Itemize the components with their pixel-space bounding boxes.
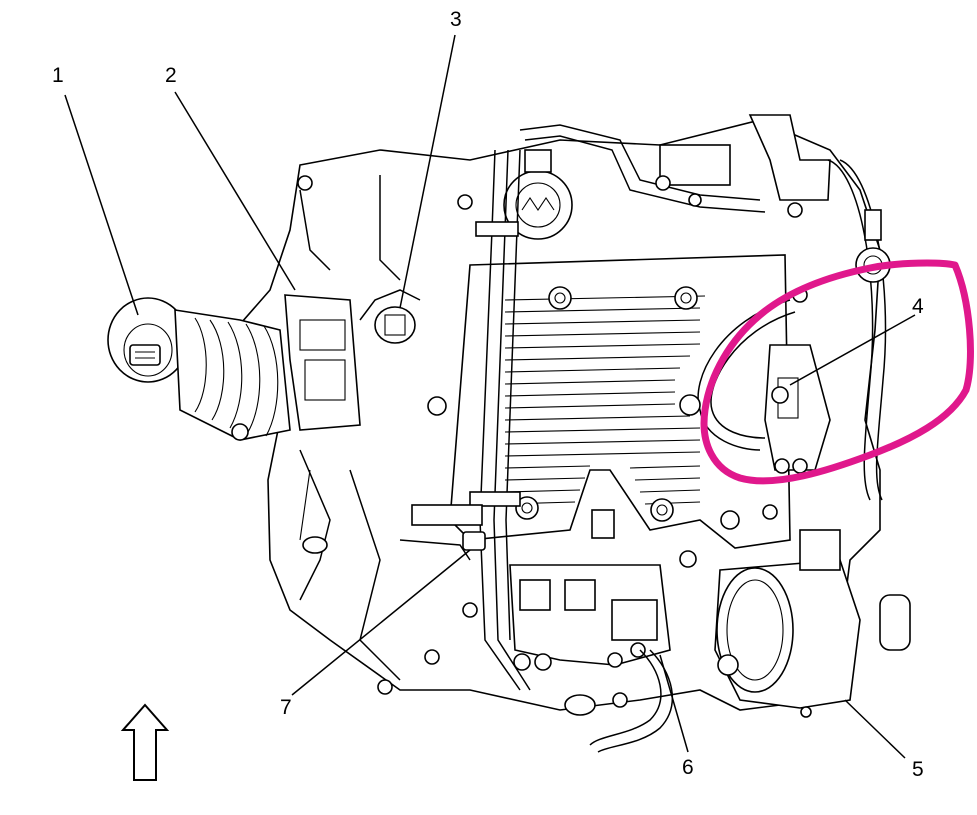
- leader-line-4: [789, 314, 916, 386]
- leader-line-1: [64, 94, 139, 316]
- callout-3: 3: [450, 8, 462, 31]
- leader-lines: [64, 34, 916, 759]
- callout-6: 6: [682, 756, 694, 779]
- leader-line-7: [291, 549, 471, 696]
- engine-illustration: [107, 114, 911, 753]
- callout-4: 4: [912, 295, 924, 318]
- callout-7: 7: [280, 696, 292, 719]
- callout-labels: 1 2 3 4 5 6 7: [52, 8, 924, 781]
- leader-line-5: [844, 699, 906, 759]
- leader-line-6: [659, 654, 689, 753]
- leader-line-3: [399, 34, 456, 309]
- leader-line-2: [174, 91, 296, 291]
- callout-5: 5: [912, 758, 924, 781]
- callout-1: 1: [52, 64, 64, 87]
- up-arrow-icon: [120, 703, 170, 781]
- callout-2: 2: [165, 64, 177, 87]
- highlight-circle-marker: [700, 259, 974, 485]
